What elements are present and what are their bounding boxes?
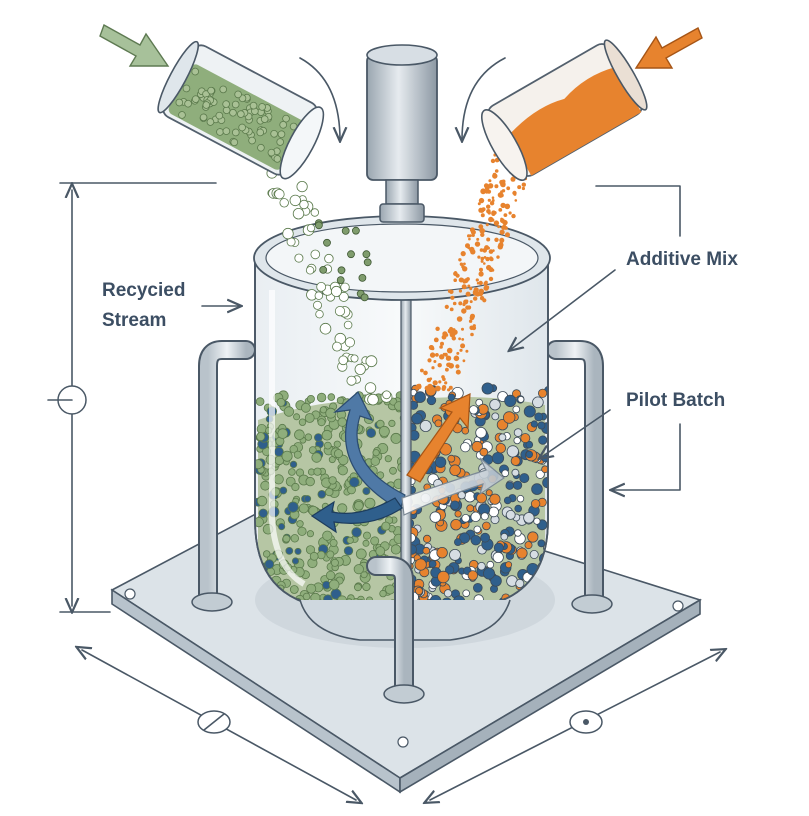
feed-arrow-right-icon — [634, 27, 703, 69]
height-dimension — [47, 183, 217, 612]
support-frame — [191, 340, 613, 614]
recycled-stream-label-line2: Stream — [102, 310, 166, 331]
additive-mix-bracket — [595, 185, 681, 237]
pilot-batch-bracket — [612, 423, 681, 490]
mixing-flow-arrows — [310, 391, 506, 534]
agitator-motor — [366, 44, 438, 223]
feed-arrow-left-icon — [99, 23, 170, 67]
additive-feed-hopper — [481, 39, 648, 181]
recycled-stream-label: Recycied — [102, 280, 185, 301]
bolt-icon — [124, 588, 136, 600]
pilot-batch-leader — [540, 409, 611, 458]
drop-arrow-left-icon — [299, 57, 340, 140]
drop-arrow-right-icon — [462, 57, 506, 140]
additive-mix-label: Additive Mix — [626, 249, 738, 270]
additive-mix-leader — [510, 269, 616, 350]
width-dimension-right — [430, 652, 720, 800]
width-dimension-left — [82, 650, 356, 800]
recycled-feed-hopper — [157, 40, 325, 180]
bolt-icon — [672, 600, 684, 612]
front-leg — [366, 556, 425, 704]
pilot-batch-label: Pilot Batch — [626, 390, 725, 411]
bolt-icon — [397, 736, 409, 748]
